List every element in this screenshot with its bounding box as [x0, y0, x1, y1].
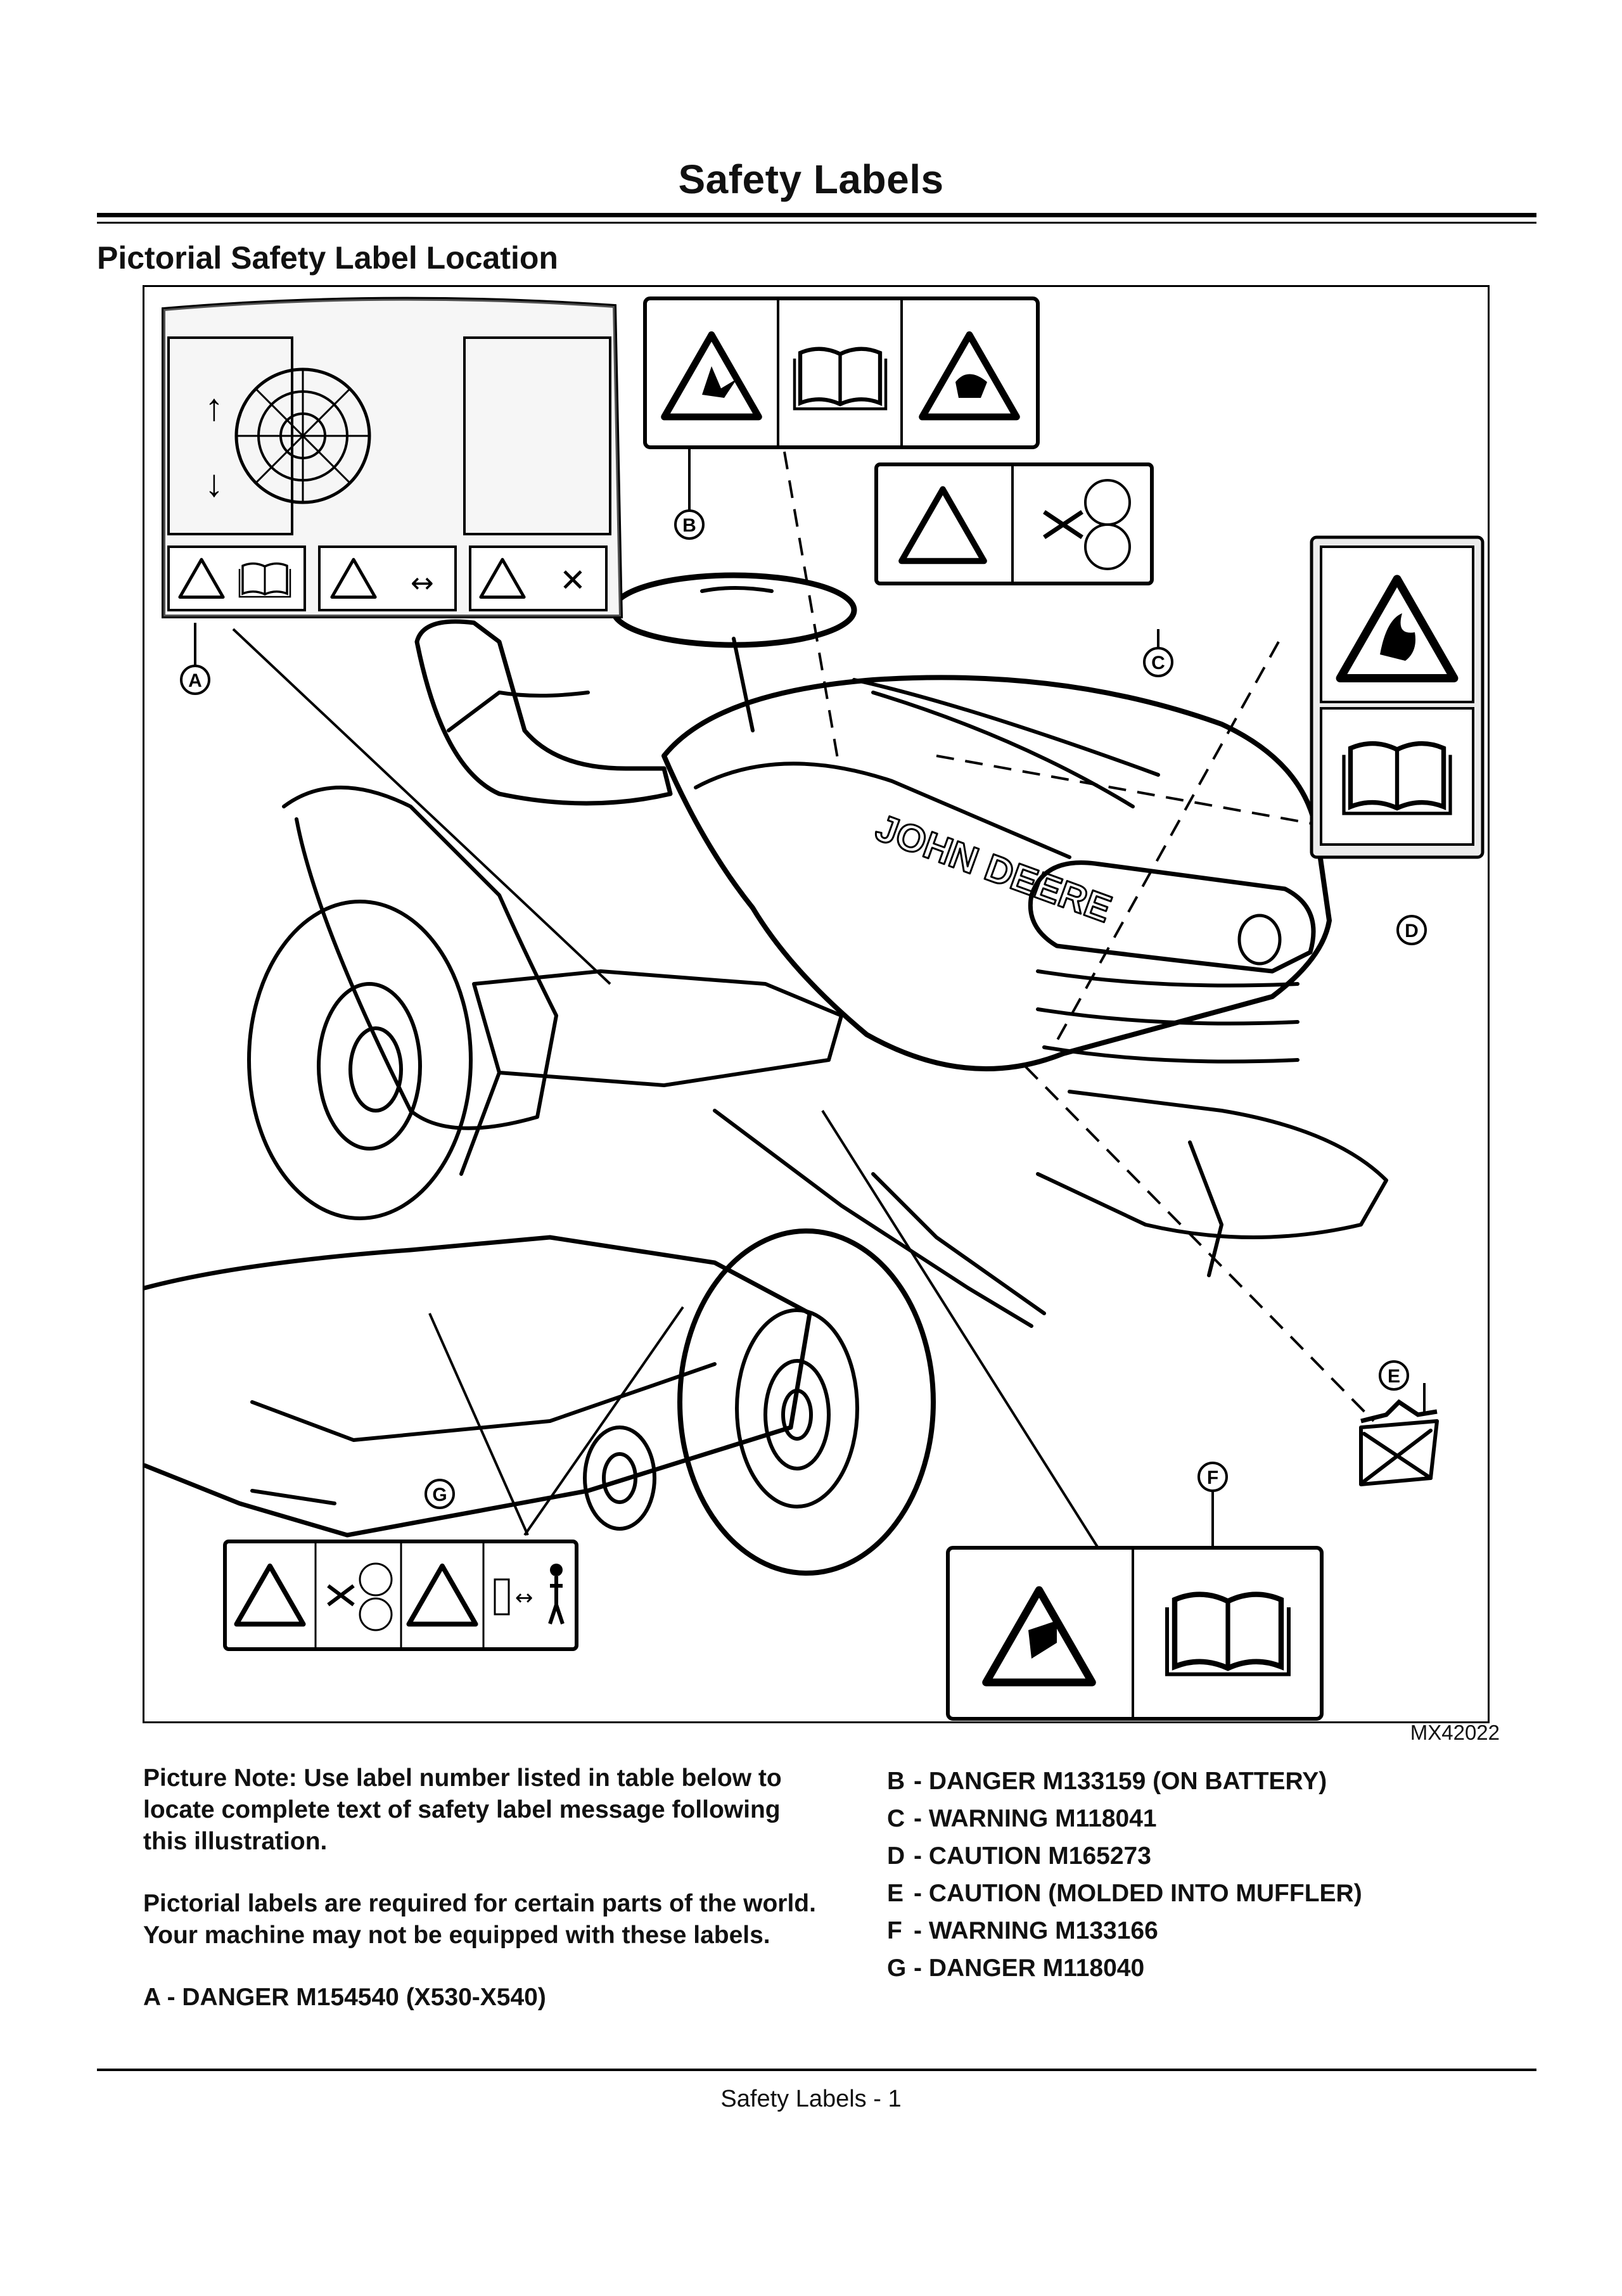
callout-a: A	[188, 670, 202, 691]
callout-b: B	[682, 515, 696, 536]
label-list: B - DANGER M133159 (ON BATTERY) C - WARNIN…	[887, 1763, 1521, 1987]
picture-note-paragraph: Picture Note: Use label number listed in…	[143, 1764, 782, 1855]
svg-text:✕: ✕	[559, 562, 586, 599]
label-d-decal	[1310, 535, 1485, 859]
label-key: G	[887, 1955, 907, 1982]
label-g-decal: ↔	[223, 1540, 578, 1651]
label-a-decal: ↑ ↓ ✕ ↔	[162, 297, 623, 618]
label-f-decal	[946, 1546, 1324, 1721]
figure-id: MX42022	[1410, 1721, 1500, 1744]
callout-c: C	[1151, 653, 1165, 673]
label-key: C	[887, 1805, 905, 1832]
label-list-item-a: A - DANGER M154540 (X530-X540)	[143, 1982, 827, 2013]
label-c-decal	[874, 462, 1154, 585]
page-footer: Safety Labels - 1	[720, 2086, 902, 2112]
callout-f: F	[1207, 1467, 1218, 1488]
label-b-decal	[643, 297, 1040, 449]
label-list-item-d: D - CAUTION M165273	[887, 1837, 1521, 1875]
svg-text:↔: ↔	[411, 567, 434, 599]
label-text: - DANGER M133159 (ON BATTERY)	[914, 1768, 1327, 1795]
label-text: - CAUTION M165273	[914, 1842, 1151, 1870]
label-key: F	[887, 1917, 902, 1944]
svg-text:↑: ↑	[205, 386, 224, 428]
pictorial-labels-paragraph: Pictorial labels are required for certai…	[143, 1890, 816, 1949]
label-e-symbol	[1360, 1399, 1438, 1424]
callout-e: E	[1388, 1366, 1400, 1387]
label-list-item-g: G - DANGER M118040	[887, 1949, 1521, 1987]
label-list-item-c: C - WARNING M118041	[887, 1800, 1521, 1837]
section-title: Pictorial Safety Label Location	[97, 240, 558, 276]
leader-lines	[194, 449, 1426, 1549]
label-list-item-b: B - DANGER M133159 (ON BATTERY)	[887, 1763, 1521, 1800]
footer-rule	[97, 2069, 1536, 2071]
page-title: Safety Labels	[678, 156, 944, 202]
tractor-illustration: JOHN DEERE	[144, 297, 1485, 1721]
title-rule-thin	[97, 222, 1536, 224]
svg-text:↓: ↓	[205, 462, 224, 504]
callout-g: G	[432, 1484, 447, 1505]
label-list-item-f: F - WARNING M133166	[887, 1912, 1521, 1949]
callout-d: D	[1405, 921, 1419, 941]
label-key: A	[143, 1984, 160, 2011]
label-text: - DANGER M154540 (X530-X540)	[167, 1984, 546, 2011]
label-text: - WARNING M118041	[914, 1805, 1157, 1832]
svg-text:↔: ↔	[515, 1585, 533, 1610]
label-location-figure: JOHN DEERE	[143, 285, 1490, 1723]
label-text: - CAUTION (MOLDED INTO MUFFLER)	[914, 1880, 1362, 1907]
title-rule	[97, 213, 1536, 217]
label-text: - WARNING M133166	[914, 1917, 1158, 1944]
label-key: D	[887, 1842, 905, 1870]
tractor-drawing: JOHN DEERE	[144, 572, 1439, 1576]
label-key: B	[887, 1768, 905, 1795]
label-text: - DANGER M118040	[914, 1955, 1145, 1982]
label-key: E	[887, 1880, 904, 1907]
picture-notes: Picture Note: Use label number listed in…	[143, 1763, 827, 2013]
label-list-item-e: E - CAUTION (MOLDED INTO MUFFLER)	[887, 1875, 1521, 1912]
